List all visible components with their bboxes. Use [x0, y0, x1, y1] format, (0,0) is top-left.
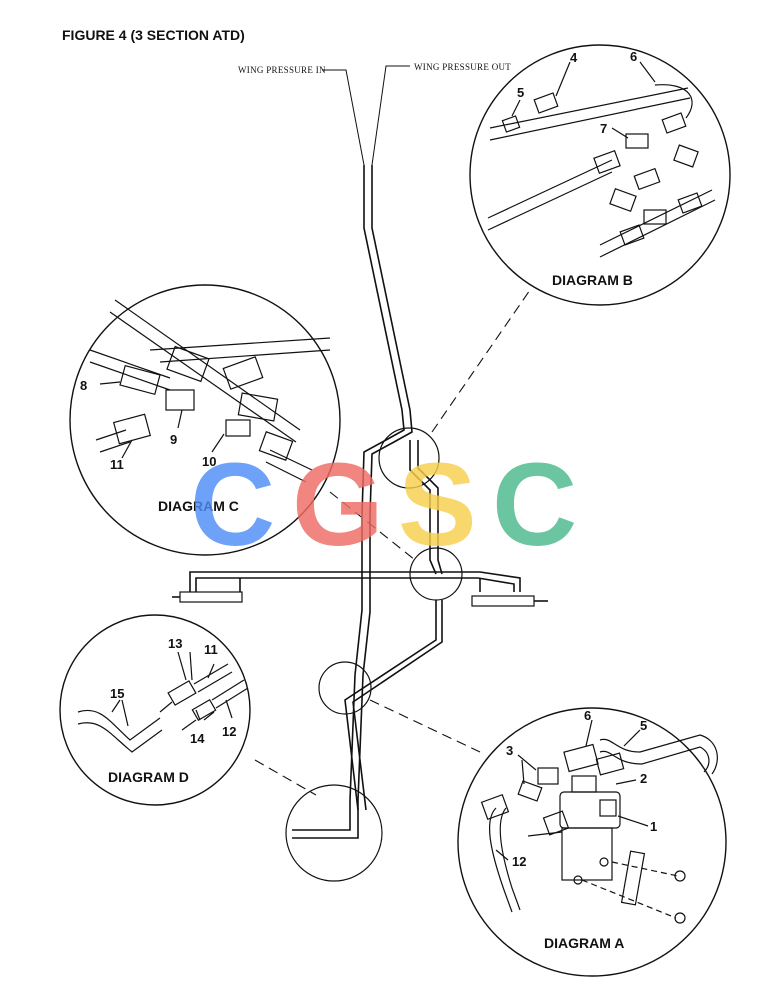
part-1-label: 1 [650, 819, 657, 834]
diagram-b-title: DIAGRAM B [552, 272, 633, 288]
watermark-letter-g: G [292, 439, 384, 571]
part-14-label: 14 [190, 731, 205, 746]
part-7-label: 7 [600, 121, 607, 136]
callout-circle-a [318, 661, 372, 715]
part-5-label-a: 5 [640, 718, 647, 733]
diagram-c-circle [69, 284, 341, 556]
part-3-label: 3 [506, 743, 513, 758]
diagram-b-lines [487, 61, 716, 258]
label-leaders [322, 65, 410, 166]
dashed-leaders [254, 289, 531, 796]
hose-bottom-loop [292, 800, 359, 839]
diagram-a-title: DIAGRAM A [544, 935, 624, 951]
part-4-label: 4 [570, 50, 578, 65]
part-5-label-b: 5 [517, 85, 524, 100]
part-11-label-c: 11 [110, 457, 124, 472]
diagram-c-title: DIAGRAM C [158, 498, 239, 514]
callout-circle-d [285, 784, 383, 882]
callout-circle-b [378, 427, 440, 489]
part-10-label: 10 [202, 454, 216, 469]
part-2-label: 2 [640, 771, 647, 786]
part-6-label-b: 6 [630, 49, 637, 64]
watermark-letter-c1: C [190, 439, 275, 571]
diagram-d-title: DIAGRAM D [108, 769, 189, 785]
part-9-label: 9 [170, 432, 177, 447]
wing-pressure-in-label: WING PRESSURE IN [238, 65, 326, 75]
diagram-d-lines [77, 651, 249, 753]
part-6-label-a: 6 [584, 708, 591, 723]
diagram-d-circle [59, 614, 251, 806]
hose-main-run [344, 165, 443, 811]
part-8-label: 8 [80, 378, 87, 393]
part-11-label-d: 11 [204, 642, 218, 657]
diagram-c-lines [89, 299, 331, 483]
callout-circle-c [409, 547, 463, 601]
diagram-a-lines [480, 719, 718, 924]
part-12-label-a: 12 [512, 854, 526, 869]
watermark-letter-s: S [398, 439, 477, 571]
figure-title: FIGURE 4 (3 SECTION ATD) [62, 27, 245, 43]
watermark-letter-c2: C [492, 439, 577, 571]
hose-cross-run [172, 571, 548, 607]
wing-pressure-out-label: WING PRESSURE OUT [414, 62, 511, 72]
part-13-label: 13 [168, 636, 182, 651]
watermark-logo: C G S C [190, 439, 577, 571]
part-12-label-d: 12 [222, 724, 236, 739]
part-15-label: 15 [110, 686, 124, 701]
diagram-a-circle [457, 707, 727, 977]
diagram-b-circle [469, 44, 731, 306]
